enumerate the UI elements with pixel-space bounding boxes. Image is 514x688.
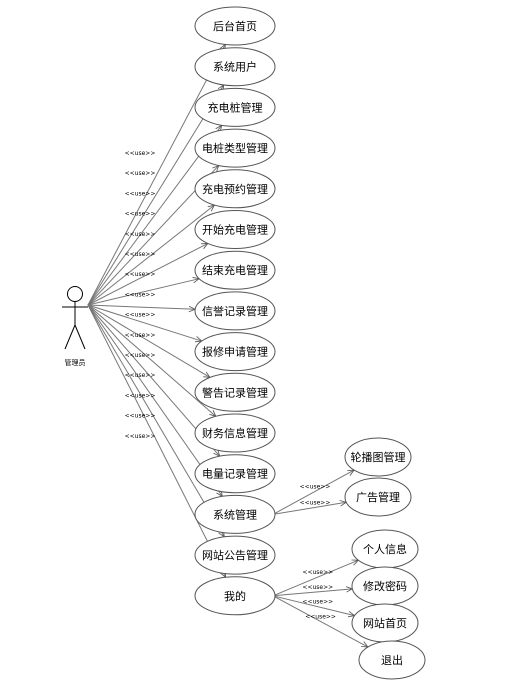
use-case-system-child-2-stereotype: <<use>> (300, 499, 331, 506)
use-case-end-stereotype: <<use>> (125, 271, 156, 278)
use-case-mine-child-1-line (272, 560, 358, 597)
use-case-mine-child-2-label: 修改密码 (363, 579, 407, 593)
use-case-mine-child-2-stereotype: <<use>> (302, 584, 333, 591)
use-case-credit-stereotype: <<use>> (125, 291, 156, 298)
use-case-credit-label: 信誉记录管理 (202, 304, 268, 318)
use-case-notice-label: 网站公告管理 (202, 548, 268, 562)
use-case-mine-stereotype: <<use>> (125, 433, 156, 440)
use-case-credit-line (87, 304, 195, 309)
use-case-finance-line (87, 304, 216, 416)
use-case-mine-child-2-line (272, 589, 352, 597)
use-case-notice-stereotype: <<use>> (125, 413, 156, 420)
use-case-system-ellipse (194, 494, 276, 534)
use-case-start-ellipse (194, 210, 276, 249)
use-case-home-ellipse (194, 6, 276, 46)
use-case-alarm-line (87, 304, 210, 377)
use-case-mine-child-1-stereotype: <<use>> (302, 569, 333, 576)
use-case-system-child-2-ellipse (344, 477, 412, 517)
use-case-mine-child-3-label: 网站首页 (363, 616, 407, 630)
use-case-repair-ellipse (194, 332, 276, 372)
actor-figure: 管理员 (62, 286, 88, 367)
use-case-sys-user-line (87, 85, 224, 306)
actor-head (67, 286, 83, 302)
use-case-sys-user-ellipse (194, 47, 276, 87)
use-case-alarm-stereotype: <<use>> (125, 332, 156, 339)
use-case-repair-label: 报修申请管理 (202, 345, 268, 359)
use-case-mine-child-4-line (272, 595, 368, 647)
use-case-system-child-1-label: 轮播图管理 (351, 450, 406, 464)
use-case-mine-line (87, 304, 226, 577)
use-case-end-line (87, 279, 199, 306)
use-case-start-stereotype: <<use>> (125, 251, 156, 258)
use-case-repair-line (87, 304, 202, 341)
use-case-finance-label: 财务信息管理 (202, 426, 268, 440)
use-case-reserve-label: 充电预约管理 (202, 182, 268, 196)
use-case-end-label: 结束充电管理 (202, 263, 268, 277)
use-case-mine-child-4-stereotype: <<use>> (305, 613, 336, 620)
use-case-power-ellipse (194, 454, 276, 494)
use-case-home-label: 后台首页 (213, 19, 257, 33)
use-case-mine-child-1-label: 个人信息 (363, 542, 407, 556)
use-case-credit-ellipse (194, 291, 276, 331)
use-case-alarm-label: 警告记录管理 (202, 385, 268, 399)
use-case-system-child-1-stereotype: <<use>> (300, 483, 331, 490)
use-case-reserve-line (87, 205, 214, 306)
use-case-home-stereotype: <<use>> (125, 150, 156, 157)
stereotype-labels: <<use>> <<use>> <<use>> <<use>> <<use>> <<use… (125, 150, 336, 620)
use-case-repair-stereotype: <<use>> (125, 312, 156, 319)
actor-left-leg (64, 324, 76, 350)
use-case-alarm-ellipse (194, 372, 276, 412)
actor-right-leg (74, 324, 86, 350)
use-case-mine-child-4-label: 退出 (381, 653, 403, 667)
use-case-home-line (87, 44, 225, 306)
use-case-finance-stereotype: <<use>> (125, 352, 156, 359)
use-case-pile-label: 充电桩管理 (208, 100, 263, 114)
use-case-system-child-2-line (272, 502, 346, 515)
use-case-system-label: 系统管理 (213, 507, 257, 521)
use-case-system-child-1-line (272, 470, 354, 515)
use-case-reserve-stereotype: <<use>> (125, 231, 156, 238)
use-case-start-line (87, 243, 208, 306)
use-case-power-stereotype: <<use>> (125, 372, 156, 379)
use-case-end-ellipse (194, 250, 276, 290)
use-case-system-child-2-label: 广告管理 (356, 490, 400, 504)
use-case-pile-ellipse (194, 87, 276, 127)
use-case-power-label: 电量记录管理 (202, 467, 268, 481)
use-case-mine-child-3-line (272, 595, 355, 616)
use-case-nodes: 后台首页系统用户充电桩管理电桩类型管理充电预约管理开始充电管理结束充电管理信誉记… (194, 6, 426, 680)
use-case-start-label: 开始充电管理 (202, 223, 268, 237)
use-case-sys-user-stereotype: <<use>> (125, 170, 156, 177)
use-case-mine-ellipse (194, 576, 276, 616)
use-case-pile-stereotype: <<use>> (125, 190, 156, 197)
actor-label: 管理员 (65, 358, 86, 367)
use-case-notice-ellipse (194, 535, 276, 575)
use-case-pile-type-ellipse (194, 128, 276, 168)
use-case-pile-type-label: 电桩类型管理 (202, 141, 268, 155)
use-case-system-child-1-ellipse (344, 437, 412, 477)
use-case-system-stereotype: <<use>> (125, 392, 156, 399)
use-case-pile-type-stereotype: <<use>> (125, 211, 156, 218)
use-case-mine-label: 我的 (224, 589, 246, 603)
use-case-mine-child-4-ellipse (358, 640, 426, 680)
use-case-sys-user-label: 系统用户 (213, 60, 257, 74)
use-case-finance-ellipse (194, 413, 276, 453)
use-case-reserve-ellipse (194, 169, 276, 209)
use-case-notice-line (87, 304, 224, 537)
use-case-mine-child-3-stereotype: <<use>> (302, 599, 333, 606)
